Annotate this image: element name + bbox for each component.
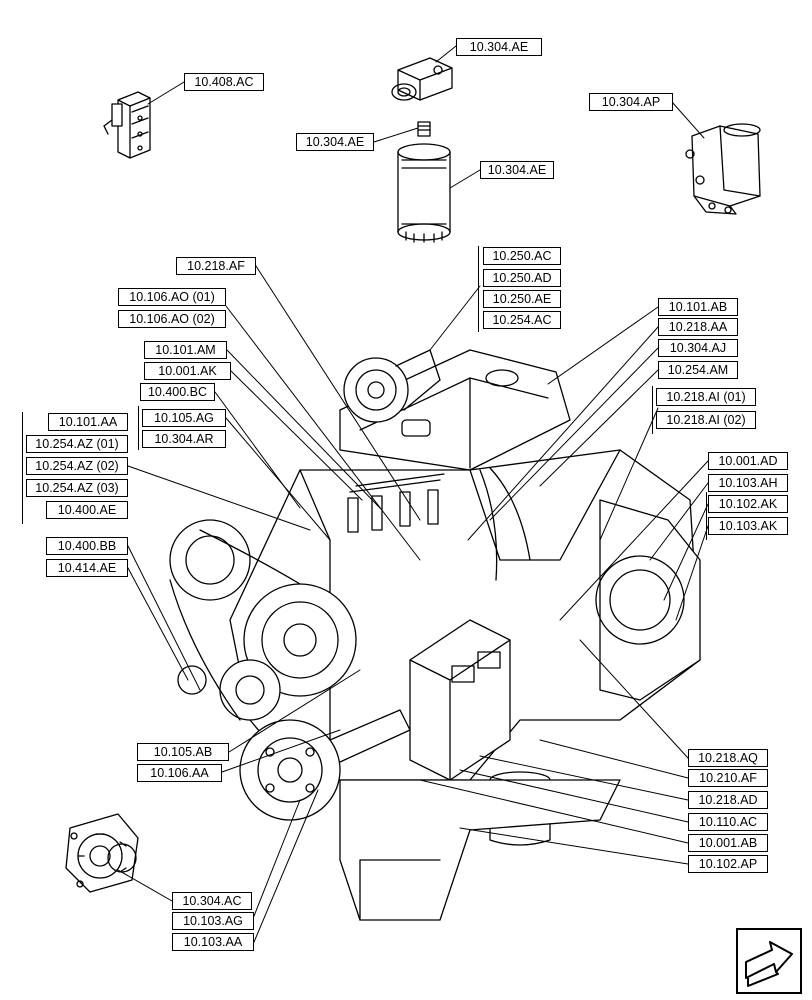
- callout-10-304-ac[interactable]: 10.304.AC: [172, 892, 252, 910]
- callout-10-250-ad[interactable]: 10.250.AD: [483, 269, 561, 287]
- callout-10-106-ao-02[interactable]: 10.106.AO (02): [118, 310, 226, 328]
- callout-10-304-ae-lower[interactable]: 10.304.AE: [480, 161, 554, 179]
- callout-10-250-ac[interactable]: 10.250.AC: [483, 247, 561, 265]
- callout-10-254-az-02[interactable]: 10.254.AZ (02): [26, 457, 128, 475]
- callout-10-250-ae[interactable]: 10.250.AE: [483, 290, 561, 308]
- pump-illustration: [685, 123, 761, 215]
- filter-canister-illustration: [397, 121, 451, 243]
- leader-lines: [117, 45, 709, 943]
- callout-10-218-ad[interactable]: 10.218.AD: [688, 791, 768, 809]
- group-bracket-101aa: [22, 412, 23, 524]
- sensor-module-illustration: [103, 91, 151, 159]
- callout-10-103-ag[interactable]: 10.103.AG: [172, 912, 254, 930]
- oil-pump-illustration: [65, 813, 139, 893]
- callout-10-304-aj[interactable]: 10.304.AJ: [658, 339, 738, 357]
- callout-10-414-ae[interactable]: 10.414.AE: [46, 559, 128, 577]
- callout-10-102-ak[interactable]: 10.102.AK: [708, 495, 788, 513]
- callout-10-103-ah[interactable]: 10.103.AH: [708, 474, 788, 492]
- callout-10-110-ac[interactable]: 10.110.AC: [688, 813, 768, 831]
- engine-block-illustration: [169, 349, 701, 921]
- callout-10-101-am[interactable]: 10.101.AM: [144, 341, 227, 359]
- callout-10-218-ai-02[interactable]: 10.218.AI (02): [656, 411, 756, 429]
- page-arrow-icon[interactable]: [736, 928, 802, 994]
- callout-10-105-ag[interactable]: 10.105.AG: [142, 409, 226, 427]
- callout-10-103-ak[interactable]: 10.103.AK: [708, 517, 788, 535]
- callout-10-001-ab[interactable]: 10.001.AB: [688, 834, 768, 852]
- callout-10-218-ai-01[interactable]: 10.218.AI (01): [656, 388, 756, 406]
- callout-10-001-ak[interactable]: 10.001.AK: [144, 362, 231, 380]
- callout-10-400-bb[interactable]: 10.400.BB: [46, 537, 128, 555]
- callout-10-254-az-01[interactable]: 10.254.AZ (01): [26, 435, 128, 453]
- callout-10-218-af[interactable]: 10.218.AF: [176, 257, 256, 275]
- callout-10-101-ab[interactable]: 10.101.AB: [658, 298, 738, 316]
- callout-10-400-bc[interactable]: 10.400.BC: [140, 383, 215, 401]
- callout-10-304-ar[interactable]: 10.304.AR: [142, 430, 226, 448]
- callout-10-102-ap[interactable]: 10.102.AP: [688, 855, 768, 873]
- callout-10-304-ae-mid[interactable]: 10.304.AE: [296, 133, 374, 151]
- callout-10-304-ap[interactable]: 10.304.AP: [589, 93, 673, 111]
- callout-10-218-aa[interactable]: 10.218.AA: [658, 318, 738, 336]
- callout-10-210-af[interactable]: 10.210.AF: [688, 769, 768, 787]
- callout-10-101-aa[interactable]: 10.101.AA: [48, 413, 128, 431]
- callout-10-254-az-03[interactable]: 10.254.AZ (03): [26, 479, 128, 497]
- callout-10-105-ab[interactable]: 10.105.AB: [137, 743, 229, 761]
- group-bracket-102ak: [706, 492, 707, 540]
- filter-head-illustration: [391, 57, 453, 101]
- callout-10-400-ae[interactable]: 10.400.AE: [46, 501, 128, 519]
- callout-10-001-ad[interactable]: 10.001.AD: [708, 452, 788, 470]
- callout-10-254-ac[interactable]: 10.254.AC: [483, 311, 561, 329]
- callout-10-304-ae-top[interactable]: 10.304.AE: [456, 38, 542, 56]
- group-bracket-105ag: [138, 406, 139, 450]
- callout-10-254-am[interactable]: 10.254.AM: [658, 361, 738, 379]
- callout-10-106-aa[interactable]: 10.106.AA: [137, 764, 222, 782]
- callout-10-106-ao-01[interactable]: 10.106.AO (01): [118, 288, 226, 306]
- callout-10-218-aq[interactable]: 10.218.AQ: [688, 749, 768, 767]
- group-bracket-250: [478, 246, 479, 332]
- callout-10-408-ac[interactable]: 10.408.AC: [184, 73, 264, 91]
- group-bracket-218ai: [652, 386, 653, 434]
- callout-10-103-aa[interactable]: 10.103.AA: [172, 933, 254, 951]
